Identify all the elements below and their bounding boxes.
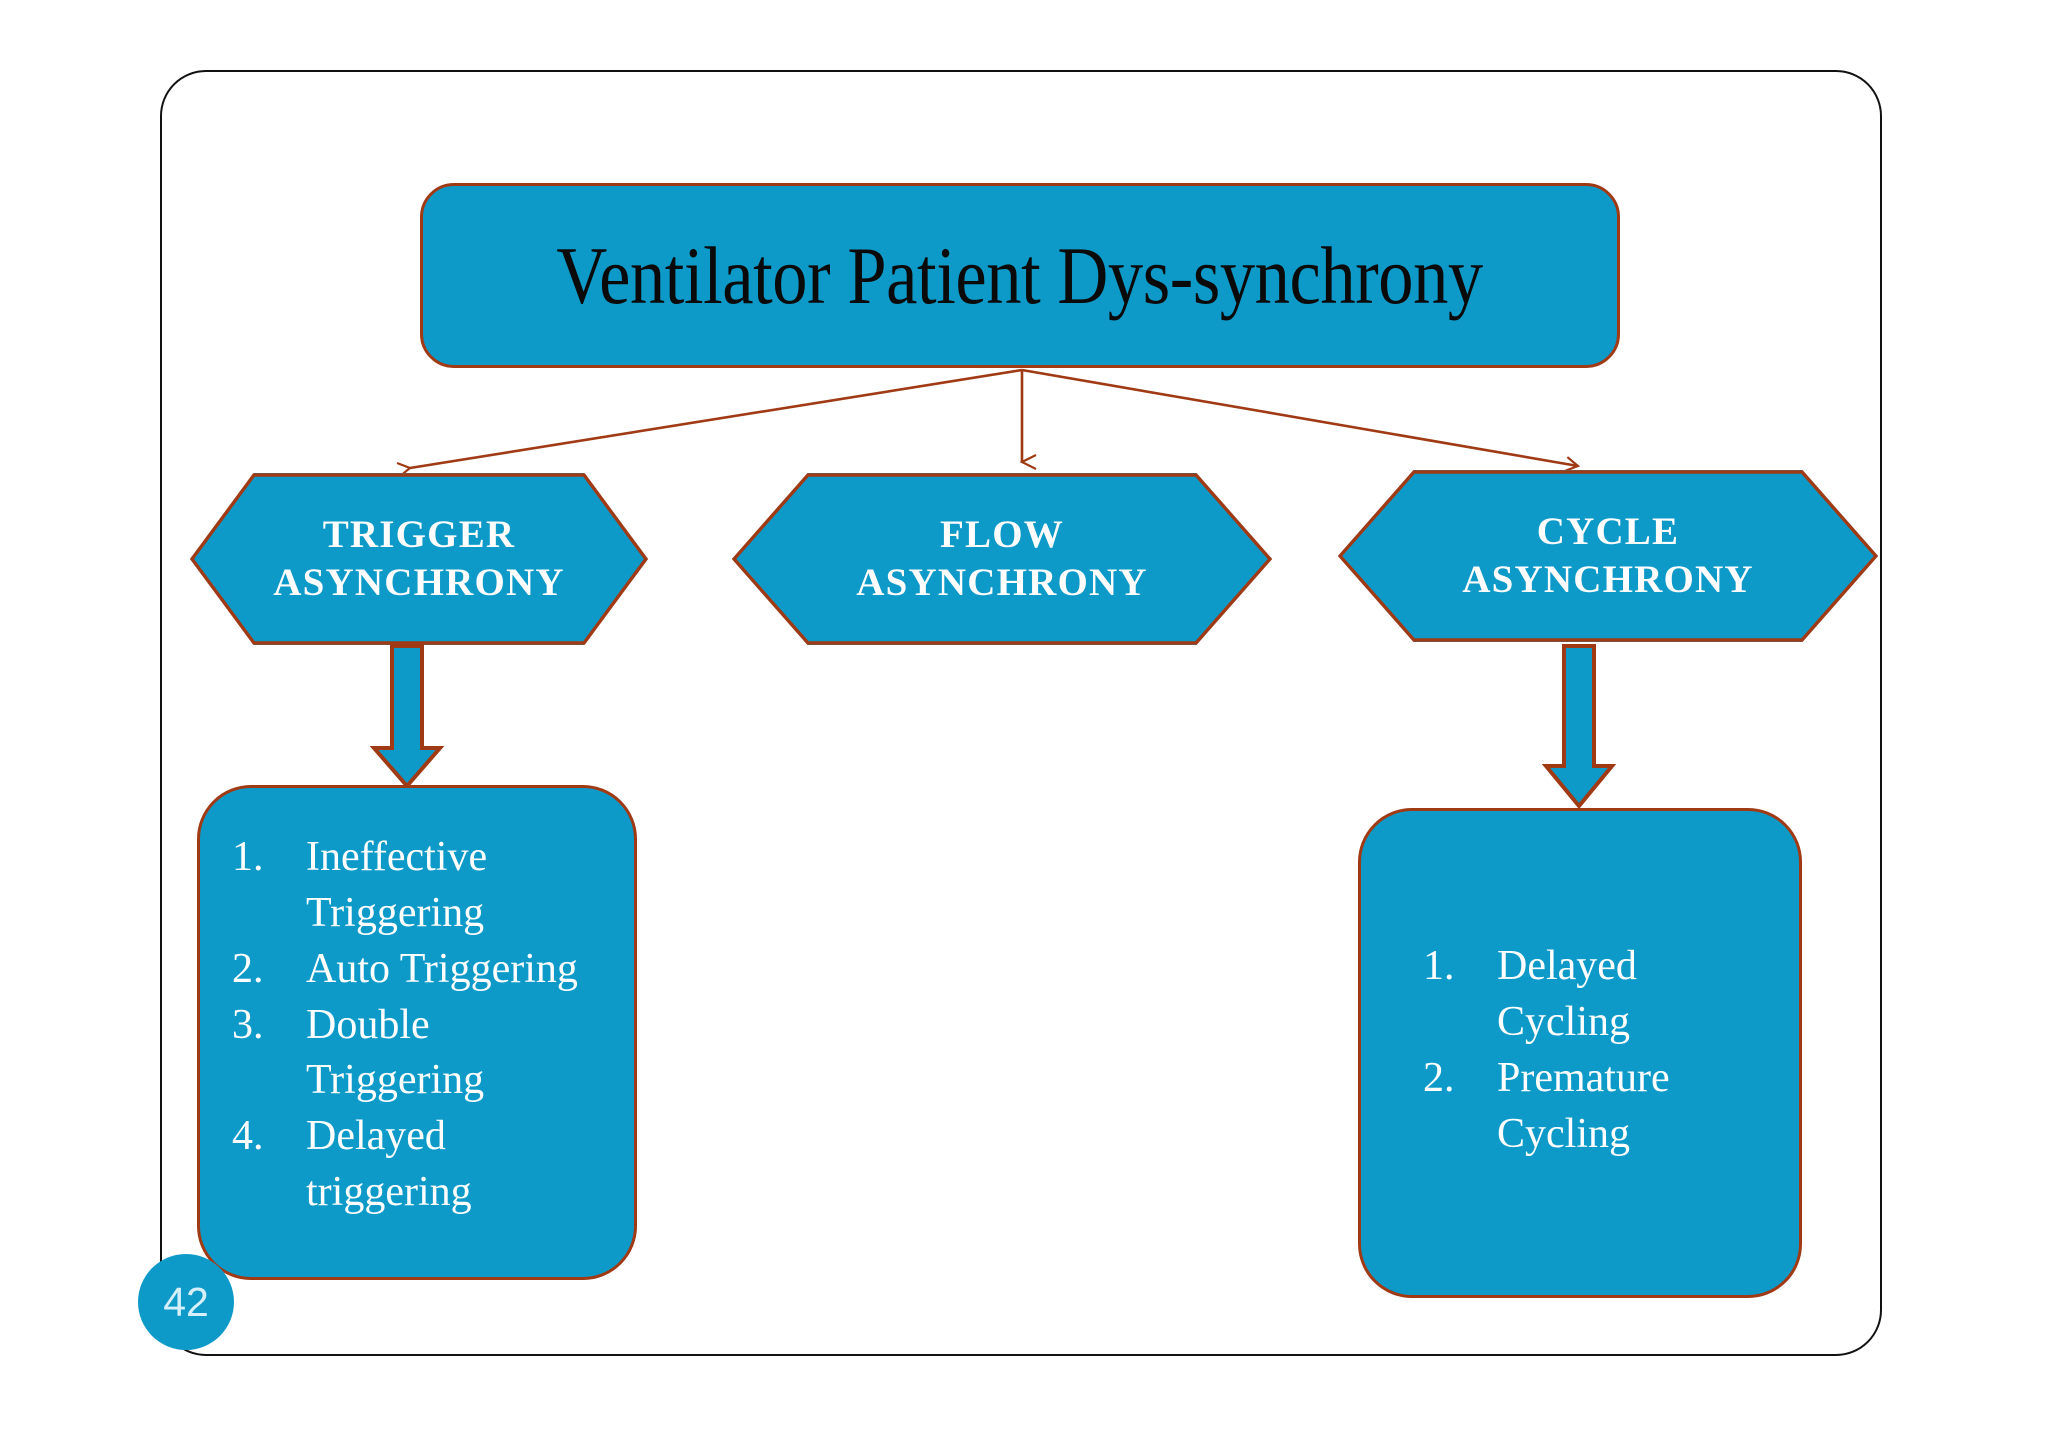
list-item-number: 2. <box>1423 1054 1455 1101</box>
list-item-number: 1. <box>1423 943 1455 989</box>
trigger-asynchrony-list: 1. Ineffective Triggering 2. Auto Trigge… <box>200 788 634 1221</box>
page-number-badge: 42 <box>138 1254 234 1350</box>
list-item-number: 3. <box>232 1001 264 1048</box>
title-box: Ventilator Patient Dys-synchrony <box>420 183 1620 368</box>
list-item-number: 2. <box>232 945 264 992</box>
page-number-text: 42 <box>163 1278 209 1325</box>
trigger-asynchrony-list-box: 1. Ineffective Triggering 2. Auto Trigge… <box>197 785 637 1280</box>
hexagon-trigger-asynchrony[interactable]: TRIGGER ASYNCHRONY <box>190 473 648 645</box>
list-item-label: Premature Cycling <box>1497 1054 1670 1157</box>
list-item-number: 1. <box>232 834 264 880</box>
list-item: 1. Ineffective Triggering <box>232 830 614 942</box>
hexagon-flow-asynchrony[interactable]: FLOW ASYNCHRONY <box>732 473 1272 645</box>
slide-frame-border <box>160 70 1882 1356</box>
hexagon-trigger-label: TRIGGER ASYNCHRONY <box>273 511 565 606</box>
cycle-asynchrony-list: 1. Delayed Cycling 2. Premature Cycling <box>1361 811 1799 1162</box>
hexagon-trigger-line1: TRIGGER <box>322 513 516 557</box>
hexagon-flow-line1: FLOW <box>940 513 1064 557</box>
list-item: 1. Delayed Cycling <box>1423 939 1779 1051</box>
list-item-label: Auto Triggering <box>306 945 578 992</box>
hexagon-cycle-asynchrony[interactable]: CYCLE ASYNCHRONY <box>1338 470 1878 642</box>
list-item-label: Delayed Cycling <box>1497 943 1637 1045</box>
hexagon-cycle-line2: ASYNCHRONY <box>1462 558 1754 601</box>
hexagon-cycle-label: CYCLE ASYNCHRONY <box>1462 508 1754 603</box>
hexagon-cycle-line1: CYCLE <box>1536 510 1680 554</box>
list-item: 2. Auto Triggering <box>232 942 614 998</box>
list-item: 3. Double Triggering <box>232 998 614 1110</box>
cycle-asynchrony-list-box: 1. Delayed Cycling 2. Premature Cycling <box>1358 808 1802 1298</box>
list-item-number: 4. <box>232 1113 264 1160</box>
hexagon-trigger-line2: ASYNCHRONY <box>273 561 565 604</box>
list-item-label: Ineffective Triggering <box>306 834 488 936</box>
page-title: Ventilator Patient Dys-synchrony <box>556 229 1484 321</box>
list-item-label: Delayed triggering <box>306 1113 472 1216</box>
list-item: 2. Premature Cycling <box>1423 1051 1779 1163</box>
hexagon-flow-label: FLOW ASYNCHRONY <box>856 511 1148 606</box>
hexagon-flow-line2: ASYNCHRONY <box>856 561 1148 604</box>
list-item-label: Double Triggering <box>306 1001 485 1104</box>
list-item: 4. Delayed triggering <box>232 1109 614 1221</box>
